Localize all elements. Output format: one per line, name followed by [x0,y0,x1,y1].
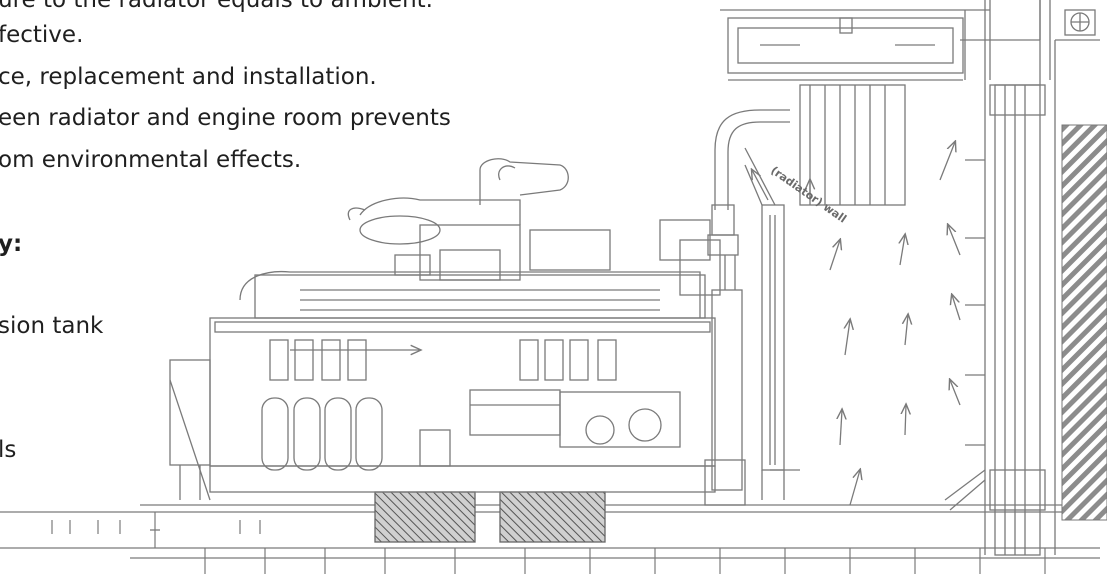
description-text: ure to the radiator equals to ambient. f… [0,0,451,463]
list-item-1: sion tank [0,313,104,339]
text-line-3: ce, replacement and installation. [0,64,377,90]
section-heading: y: [0,231,23,257]
duct-label: (radiator) wall [768,164,849,226]
coolant-pipe [704,109,790,506]
text-line-5: om environmental effects. [0,147,302,173]
hatched-wall [1061,124,1107,521]
air-duct [744,147,800,500]
text-line-4: een radiator and engine room prevents [0,105,451,131]
floor-frame [0,491,1100,574]
list-item-2: ls [0,437,17,463]
engine-block [169,158,721,501]
room-dividers [944,0,986,555]
text-line-2: fective. [0,22,84,48]
radiator-core [989,0,1100,556]
text-line-1: ure to the radiator equals to ambient. [0,0,433,13]
airflow-arrows [752,142,961,506]
radiator-fan [720,0,1041,206]
